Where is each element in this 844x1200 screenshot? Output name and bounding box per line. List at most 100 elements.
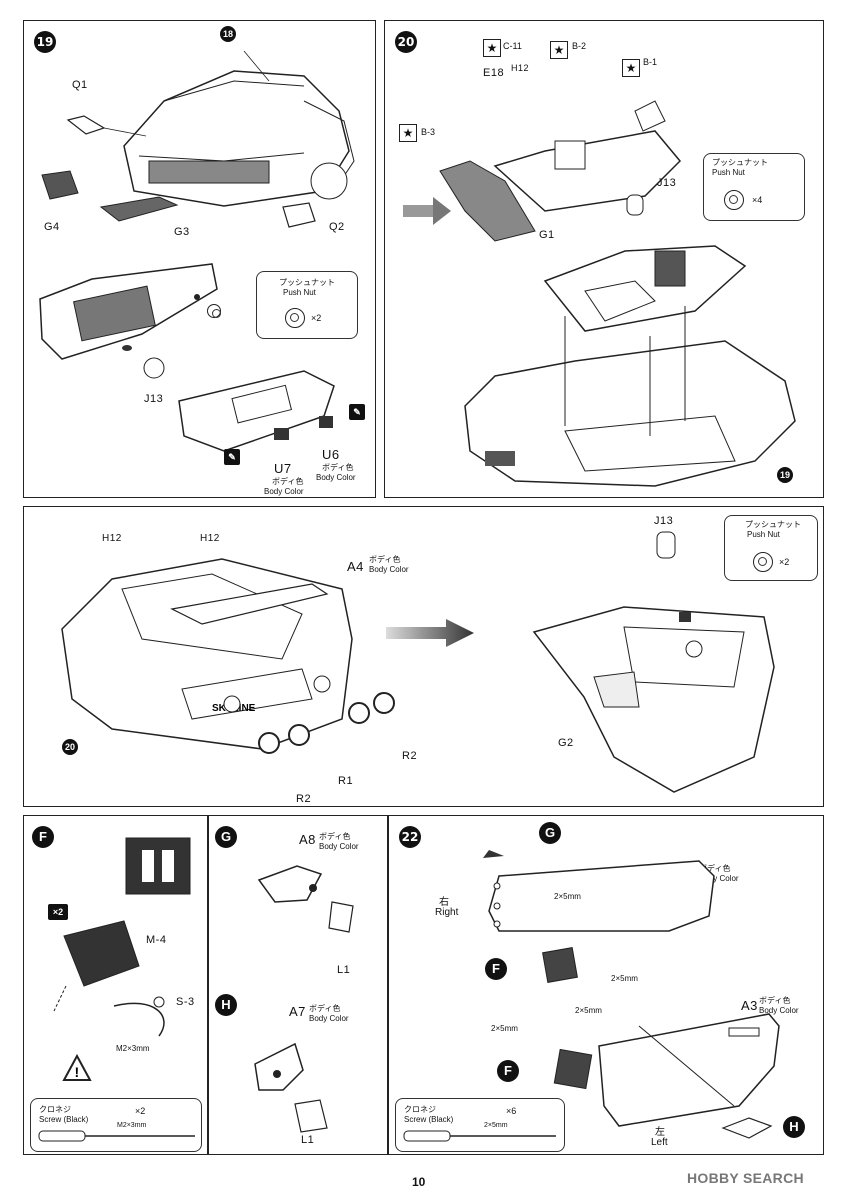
- g4-part: [41, 170, 79, 200]
- bracket-f-badge: F: [497, 1060, 519, 1082]
- code-b1: B-1: [643, 57, 658, 67]
- left-mirror-part: [721, 1117, 773, 1139]
- body-color-en: Body Color: [316, 473, 356, 482]
- paint-icon: ✎: [349, 404, 365, 420]
- mirror-g-badge: G: [539, 822, 561, 844]
- body-color-jp: ボディ色: [319, 832, 351, 841]
- screw-en: Screw (Black): [404, 1115, 454, 1124]
- part-label-r1: R1: [338, 775, 354, 787]
- push-nut-callout: プッシュナット Push Nut ×2: [256, 271, 358, 339]
- push-nut-qty: ×2: [311, 313, 322, 323]
- screw-jp: クロネジ: [39, 1105, 71, 1114]
- step-21-panel: H12 H12 A4 ボディ色 Body Color SKYLINE 20 R1…: [23, 506, 824, 807]
- push-nut-jp: プッシュナット: [712, 158, 768, 167]
- code-b3: B-3: [421, 127, 436, 137]
- code-b2: B-2: [572, 41, 587, 51]
- push-nut-jp: プッシュナット: [745, 520, 801, 529]
- decal-star-icon: ★: [399, 124, 417, 142]
- screw-size-label: 2×5mm: [491, 1024, 518, 1033]
- f-bracket-part: [542, 947, 578, 983]
- body-color-jp: ボディ色: [322, 463, 354, 472]
- j13-part: [122, 345, 165, 379]
- part-label-r2: R2: [402, 750, 418, 762]
- push-nut-icon: [285, 308, 305, 328]
- part-label-u6: U6: [322, 447, 340, 462]
- part-label-a4: A4: [347, 559, 364, 574]
- step-number-badge: 20: [395, 31, 417, 53]
- body-color-jp: ボディ色: [759, 996, 791, 1005]
- step-letter-badge: H: [215, 994, 237, 1016]
- reference-step-badge: 19: [777, 467, 793, 483]
- rear-bumper-illustration: [39, 263, 218, 360]
- part-label-l1: L1: [337, 964, 351, 976]
- push-nut-en: Push Nut: [712, 168, 745, 177]
- right-en: Right: [435, 907, 459, 918]
- page-number: 10: [412, 1175, 426, 1189]
- body-color-jp: ボディ色: [699, 864, 731, 873]
- svg-text:!: !: [75, 1064, 80, 1080]
- screw-qty: ×6: [506, 1106, 517, 1116]
- screw-size: 2×5mm: [484, 1122, 508, 1129]
- screwdriver-icon: [38, 1130, 195, 1142]
- paint-icon: ✎: [224, 449, 240, 465]
- reference-step-badge: 18: [220, 26, 236, 42]
- j13-part: [626, 194, 644, 216]
- push-nut-qty: ×4: [752, 195, 763, 205]
- part-label-l1: L1: [301, 1134, 315, 1146]
- f-bracket-part: [553, 1048, 593, 1090]
- body-color-jp: ボディ色: [369, 555, 401, 564]
- bumper-rear-view: [178, 370, 335, 452]
- car-rear-illustration: SKYLINE: [61, 558, 353, 750]
- screw-size-label: 2×5mm: [575, 1006, 602, 1015]
- decal-star-icon: ★: [622, 59, 640, 77]
- direction-arrow: [386, 619, 474, 647]
- part-label-a8: A8: [299, 832, 316, 847]
- left-door-illustration: [598, 1013, 780, 1127]
- step-19-panel: 19 18 Q1 G4 G3 Q2 プッシュナット Push Nut: [23, 20, 376, 498]
- body-color-en: Body Color: [309, 1014, 349, 1023]
- part-label-j13: J13: [657, 177, 677, 189]
- warning-icon: !: [62, 1053, 92, 1081]
- tail-lights-parts: [258, 692, 395, 754]
- part-label-e18: E18: [483, 67, 505, 79]
- push-nut-icon: [724, 190, 744, 210]
- step-20-panel: 20 ★ C-11 ★ B-2 ★ B-1 ★ B-3 E18 H12 G1 プ…: [384, 20, 824, 498]
- f-bracket-assembly: [53, 920, 165, 1037]
- push-nut-callout: プッシュナット Push Nut ×4: [703, 153, 805, 221]
- mirror-h-badge: H: [783, 1116, 805, 1138]
- h-mirror-assembly: [254, 1042, 328, 1133]
- step-gh-panel: G A8 ボディ色 Body Color L1 H A7 ボディ色 Body C…: [208, 815, 388, 1155]
- car-front-illustration: [123, 50, 355, 207]
- part-label-g3: G3: [174, 226, 190, 238]
- decal-star-icon: ★: [483, 39, 501, 57]
- screw-info-box: クロネジ Screw (Black) ×6 2×5mm: [395, 1098, 565, 1152]
- screwdriver-icon: [403, 1130, 556, 1142]
- body-color-en: Body Color: [369, 565, 409, 574]
- watermark: HOBBY SEARCH: [687, 1170, 804, 1186]
- push-nut-icon: [207, 304, 221, 318]
- g3-part: [99, 196, 179, 222]
- body-color-jp: ボディ色: [309, 1004, 341, 1013]
- step-letter-badge: F: [32, 826, 54, 848]
- car-body-rear-illustration: [464, 245, 796, 487]
- part-label-j13: J13: [654, 515, 674, 527]
- part-label-h12: H12: [200, 533, 220, 544]
- body-color-en: Body Color: [264, 487, 304, 496]
- step-number-badge: 19: [34, 31, 56, 53]
- right-door-illustration: [483, 850, 715, 932]
- code-c11: C-11: [503, 41, 522, 51]
- right-jp: 右: [439, 897, 449, 908]
- part-label-m4: M-4: [146, 934, 167, 946]
- multiplier-badge: ×2: [48, 904, 68, 920]
- body-color-en: Body Color: [699, 874, 739, 883]
- part-label-s3: S-3: [176, 996, 195, 1008]
- screw-qty: ×2: [135, 1106, 146, 1116]
- left-en: Left: [651, 1137, 668, 1148]
- direction-arrow: [403, 197, 451, 225]
- part-label-a3: A3: [741, 998, 758, 1013]
- part-label-j13: J13: [144, 393, 164, 405]
- push-nut-callout: プッシュナット Push Nut ×2: [724, 515, 818, 581]
- step-f-panel: F ×2 M-4 S-3 M2×3mm ! クロネジ Screw (Black)…: [23, 815, 208, 1155]
- part-label-a7: A7: [289, 1004, 306, 1019]
- part-label-u7: U7: [274, 461, 292, 476]
